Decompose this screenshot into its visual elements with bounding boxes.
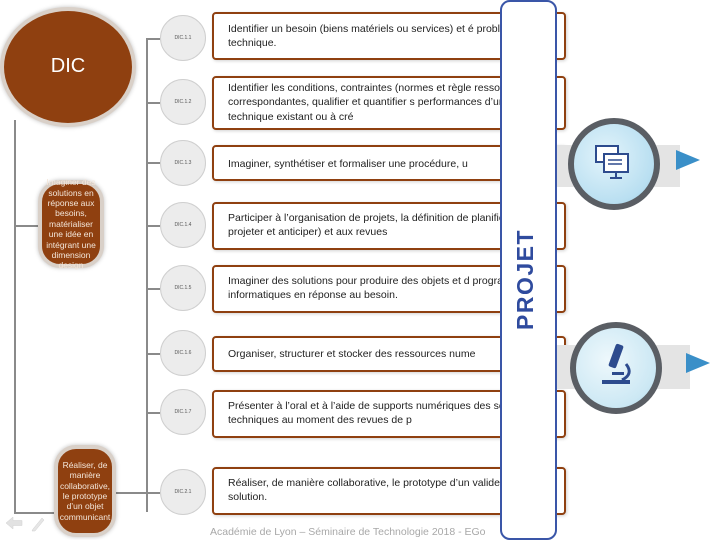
connector-line — [146, 353, 160, 355]
connector-line — [14, 120, 16, 512]
connector-line — [14, 512, 54, 514]
dic-title: DIC — [50, 55, 86, 77]
competency-group-label: Imaginer des solutions en réponse aux be… — [38, 177, 104, 271]
pencil-icon[interactable] — [30, 514, 46, 532]
connector-line — [116, 492, 148, 494]
item-text: Réaliser, de manière collaborative, le p… — [228, 477, 524, 504]
arrow-right-icon — [686, 353, 710, 373]
connector-line — [146, 102, 160, 104]
item-text: Participer à l’organisation de projets, … — [228, 212, 545, 239]
footer-text: Académie de Lyon – Séminaire de Technolo… — [210, 526, 486, 538]
item-text: Imaginer, synthétiser et formaliser une … — [228, 158, 468, 170]
item-code-badge: DIC.1.6 — [160, 330, 206, 376]
competency-group-text: Réaliser, de manière collaborative, le p… — [59, 459, 111, 522]
competency-group-label: Réaliser, de manière collaborative, le p… — [54, 445, 116, 537]
computer-screens-icon — [568, 118, 660, 210]
connector-line — [146, 38, 160, 40]
connector-line — [146, 492, 160, 494]
item-code-badge: DIC.2.1 — [160, 469, 206, 515]
item-code-badge: DIC.1.1 — [160, 15, 206, 61]
item-text: Identifier les conditions, contraintes (… — [228, 82, 531, 123]
projet-panel[interactable] — [500, 0, 557, 540]
item-code-badge: DIC.1.3 — [160, 140, 206, 186]
item-text: Organiser, structurer et stocker des res… — [228, 348, 476, 360]
connector-line — [146, 288, 160, 290]
item-code-badge: DIC.1.5 — [160, 265, 206, 311]
connector-line — [146, 162, 160, 164]
item-text: Imaginer des solutions pour produire des… — [228, 275, 532, 302]
dic-circle — [0, 7, 136, 127]
microscope-icon — [570, 322, 662, 414]
item-code-badge: DIC.1.4 — [160, 202, 206, 248]
item-text: Identifier un besoin (biens matériels ou… — [228, 23, 521, 50]
connector-line — [14, 225, 38, 227]
connector-line — [146, 412, 160, 414]
arrow-right-icon — [676, 150, 700, 170]
connector-line — [146, 38, 148, 512]
item-code-badge: DIC.1.2 — [160, 79, 206, 125]
item-text: Présenter à l’oral et à l’aide de suppor… — [228, 400, 536, 427]
competency-group-text: Imaginer des solutions en réponse aux be… — [46, 177, 96, 271]
arrow-back-icon[interactable] — [4, 514, 24, 532]
connector-line — [146, 225, 160, 227]
item-code-badge: DIC.1.7 — [160, 389, 206, 435]
projet-label: PROJET — [512, 228, 538, 330]
list-item[interactable]: Identifier un besoin (biens matériels ou… — [212, 12, 566, 60]
